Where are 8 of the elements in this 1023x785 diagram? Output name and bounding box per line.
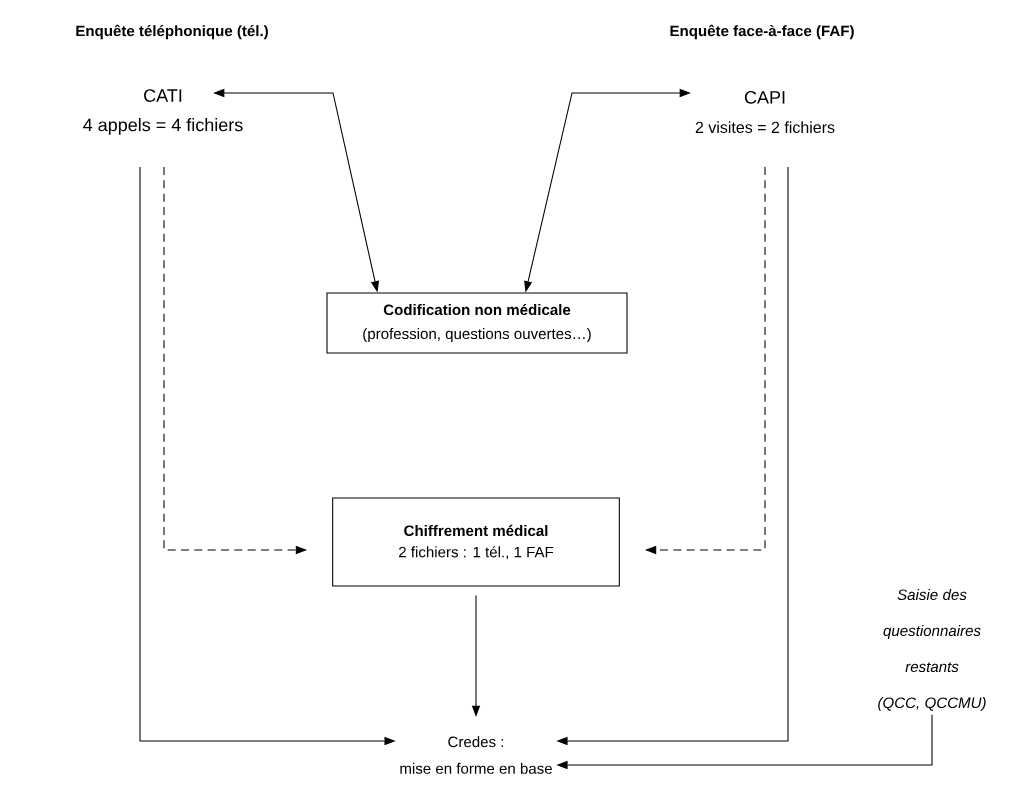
section-heading: Enquête face-à-face (FAF) <box>670 24 854 40</box>
note-text: Saisie des questionnaires restants (QCC, QCCMU) <box>878 589 986 711</box>
output-label: Credes : mise en forme en base <box>400 736 552 774</box>
stage-label: CAPI 2 visites = 2 fichiers <box>695 90 835 133</box>
process-box: Codification non médicale (profession, questions ouvertes…) <box>326 292 628 354</box>
stage-label: CATI 4 appels = 4 fichiers <box>83 89 243 135</box>
process-box: Chiffrement médical 2 fichiers : 1 tél., 1 FAF <box>332 497 620 587</box>
section-heading: Enquête téléphonique (tél.) <box>76 24 268 40</box>
